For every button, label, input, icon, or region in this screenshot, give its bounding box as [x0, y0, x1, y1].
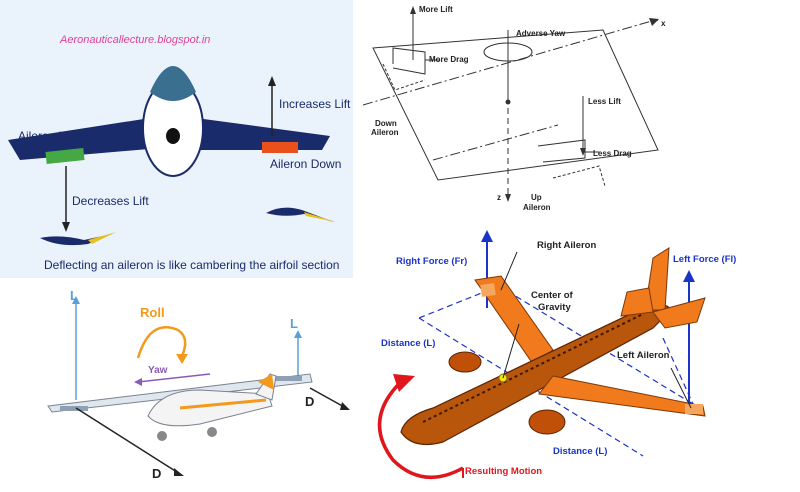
center-point-icon: [505, 99, 511, 105]
cabin-windows: [422, 313, 644, 423]
adverse-yaw-ring-icon: [483, 42, 533, 62]
center-of-gravity-label-2: Gravity: [538, 302, 571, 313]
adverse-yaw-label: Adverse Yaw: [516, 29, 566, 38]
tail-fin-shape: [150, 66, 196, 101]
left-stabilizer-shape: [652, 297, 706, 329]
aileron-down-label: Aileron Down: [270, 157, 341, 171]
left-aileron-leader-line: [670, 367, 692, 409]
right-lift-label: L: [290, 316, 298, 331]
right-stabilizer-shape: [620, 287, 654, 317]
down-aileron-label-1: Down: [375, 119, 397, 128]
down-aileron-shape: [392, 47, 426, 75]
left-force-arrowhead: [683, 270, 695, 282]
bottom-drag-label: D: [152, 466, 161, 481]
left-aileron-shape: [685, 404, 703, 414]
aileron-down-shape: [262, 142, 298, 153]
increases-lift-label: Increases Lift: [279, 97, 351, 111]
more-drag-label: More Drag: [429, 55, 469, 64]
less-lift-label: Less Lift: [588, 97, 621, 106]
z-axis-arrowhead: [505, 194, 511, 202]
decreases-lift-arrowhead: [62, 222, 70, 232]
aileron-front-view-panel: Aeronauticallecture.blogspot.in Aileron …: [0, 0, 353, 278]
roll-arrowhead: [176, 354, 188, 364]
right-aileron-label: Right Aileron: [537, 240, 596, 251]
flap-down-icon: [304, 212, 336, 222]
aileron-up-shape: [45, 148, 85, 164]
aileron-up-label: Aileron Up: [18, 129, 74, 143]
right-force-label: Right Force (Fr): [396, 256, 467, 267]
roll-yaw-panel: L L Roll Yaw D D: [0, 278, 353, 492]
center-of-gravity-label-1: Center of: [531, 290, 574, 301]
caption-text: Deflecting an aileron is like cambering …: [44, 258, 339, 272]
watermark-text: Aeronauticallecture.blogspot.in: [59, 34, 210, 46]
resulting-motion-arrow: [377, 376, 464, 480]
more-lift-label: More Lift: [419, 5, 453, 14]
right-force-arrowhead: [481, 230, 493, 242]
right-wing-shape: [188, 118, 330, 150]
vertical-tail-shape: [644, 247, 670, 311]
cambered-airfoil-down-icon: [266, 207, 334, 222]
right-drag-arrowhead: [340, 402, 350, 410]
fuselage-stripe: [179, 398, 267, 410]
less-lift-arrowhead: [580, 148, 586, 156]
main-wheel-icon: [207, 427, 217, 437]
left-lift-arrowhead: [72, 296, 80, 304]
airliner-roll-diagram: Right Force (Fr) Right Aileron Left Forc…: [377, 230, 736, 480]
left-aileron-label: Left Aileron: [617, 350, 670, 361]
bottom-drag-arrow: [75, 407, 181, 475]
distance-left-label: Distance (L): [381, 338, 435, 349]
engine-intake-icon: [166, 128, 180, 144]
distance-bottom-label: Distance (L): [553, 446, 607, 457]
yaw-arrow: [137, 373, 211, 383]
yaw-label: Yaw: [148, 365, 168, 376]
adverse-yaw-diagram: More Lift More Drag Adverse Yaw Down Ail…: [362, 5, 666, 212]
x-axis-arrowhead: [649, 18, 659, 26]
right-engine-shape: [448, 351, 482, 373]
left-wing-shape: [538, 375, 706, 417]
lateral-axis-line: [432, 124, 559, 161]
cambered-airfoil-up-icon: [40, 234, 112, 246]
right-drag-arrow: [309, 387, 347, 409]
x-axis-label: x: [661, 19, 666, 28]
right-wing-shape: [474, 275, 554, 365]
left-aileron-shape: [60, 406, 88, 411]
z-axis-label: z: [497, 193, 501, 202]
more-lift-arrowhead: [410, 6, 416, 14]
yaw-arrowhead: [134, 378, 142, 386]
left-wing-shape: [8, 118, 160, 160]
left-force-label: Left Force (Fl): [673, 254, 736, 265]
x-axis-line: [362, 19, 656, 106]
increases-lift-arrowhead: [268, 76, 276, 86]
less-drag-label: Less Drag: [593, 149, 632, 158]
roll-arrow: [136, 325, 187, 359]
tail-stripe: [258, 374, 274, 390]
right-drag-label: D: [305, 394, 314, 409]
flap-up-icon: [88, 232, 116, 244]
right-aileron-shape: [272, 376, 302, 381]
right-lift-arrowhead: [294, 330, 302, 338]
adverse-yaw-panel: More Lift More Drag Adverse Yaw Down Ail…: [353, 0, 800, 228]
decreases-lift-label: Decreases Lift: [72, 194, 149, 208]
up-aileron-label-2: Aileron: [523, 203, 551, 212]
wing-planform-outline: [372, 29, 659, 181]
up-aileron-shape: [537, 139, 586, 163]
down-aileron-label-2: Aileron: [371, 128, 399, 137]
roll-yaw-diagram: L L Roll Yaw D D: [47, 288, 350, 481]
resulting-motion-arrowhead: [393, 374, 415, 392]
down-aileron-deflection: [382, 63, 426, 91]
right-aileron-shape: [480, 283, 496, 297]
cg-leader-line: [502, 323, 520, 379]
resulting-motion-label: Resulting Motion: [465, 466, 542, 477]
aileron-front-view-diagram: Aeronauticallecture.blogspot.in Aileron …: [8, 34, 351, 272]
left-lift-label: L: [70, 288, 78, 303]
airliner-roll-panel: Right Force (Fr) Right Aileron Left Forc…: [353, 228, 800, 492]
up-aileron-label-1: Up: [531, 193, 542, 202]
up-aileron-deflection: [552, 165, 606, 187]
right-aileron-leader-line: [500, 251, 518, 291]
left-engine-shape: [528, 409, 566, 435]
bottom-drag-arrowhead: [174, 468, 184, 476]
nose-wheel-icon: [157, 431, 167, 441]
roll-label: Roll: [140, 305, 165, 320]
